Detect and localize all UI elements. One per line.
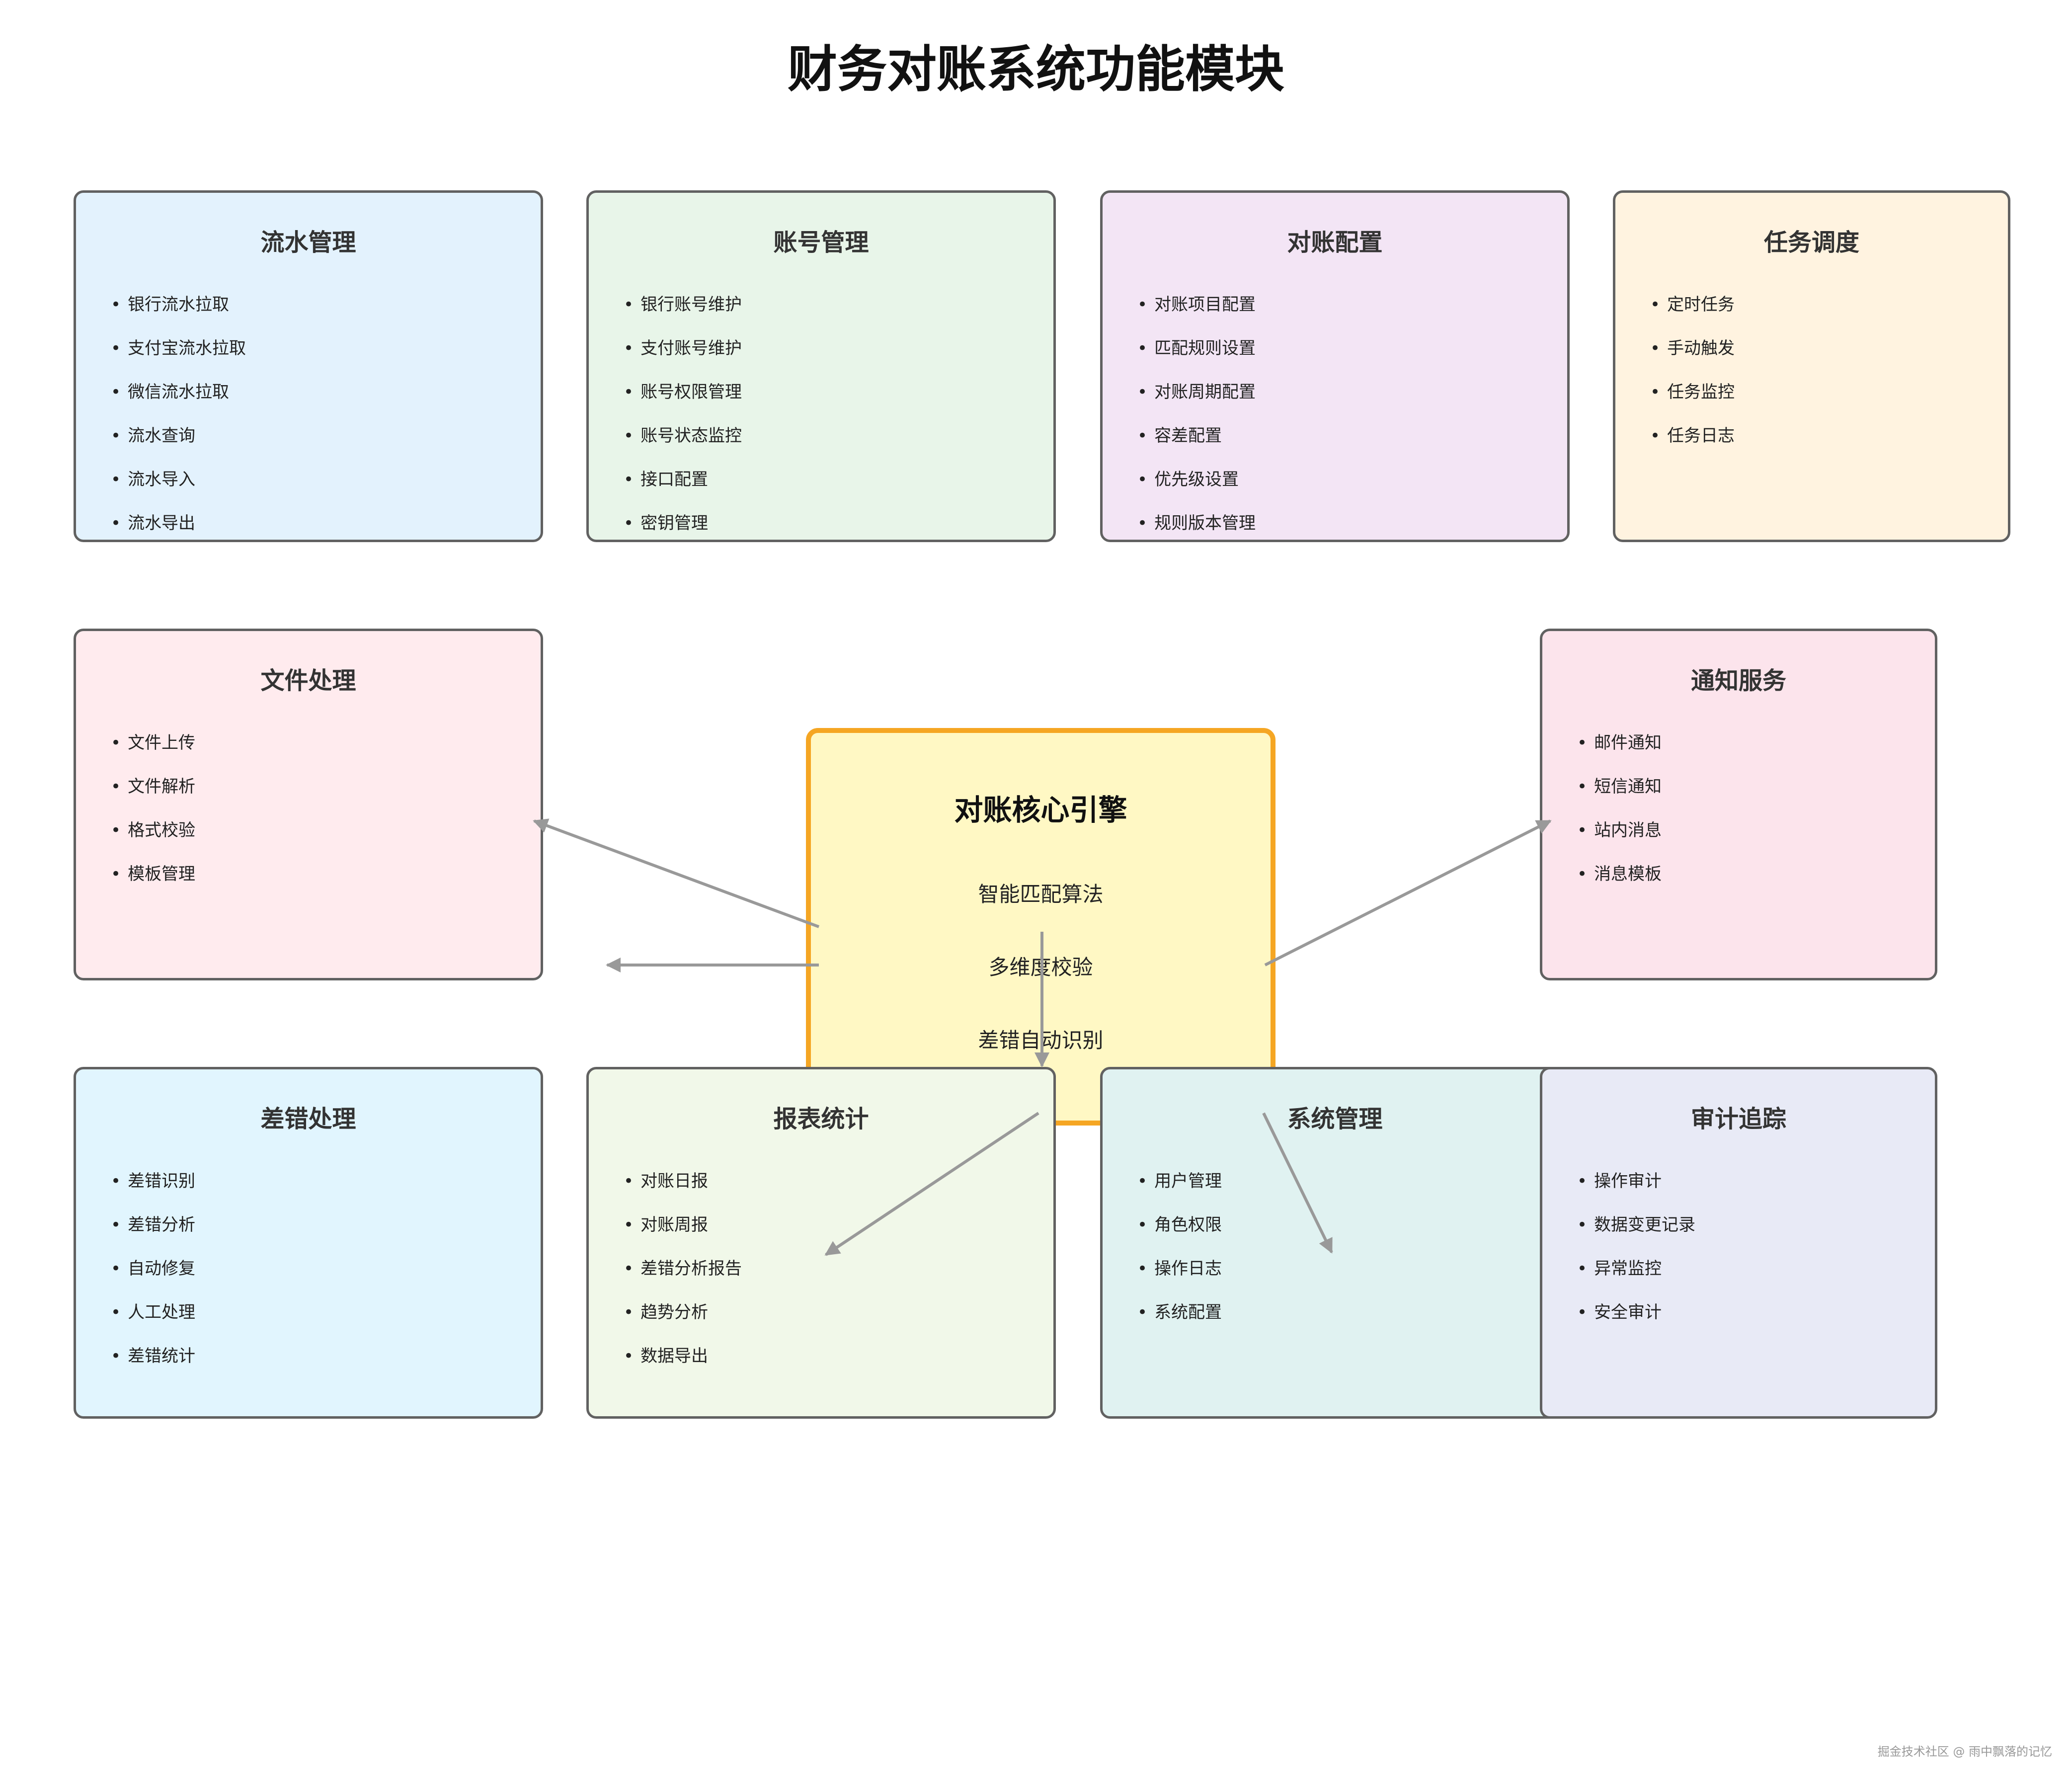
module-item: 角色权限 [1137,1215,1222,1259]
module-item: 人工处理 [111,1302,195,1346]
module-item: 任务日志 [1650,426,1735,470]
module-item: 支付账号维护 [624,338,742,382]
module-title: 任务调度 [1763,229,1859,256]
module-card-notify: 通知服务 邮件通知 短信通知 站内消息 消息模板 [1540,629,1937,980]
module-item: 消息模板 [1577,864,1662,908]
module-item: 文件上传 [111,733,195,777]
module-title: 系统管理 [1287,1105,1383,1133]
module-item: 格式校验 [111,820,195,864]
module-card-account: 账号管理 银行账号维护 支付账号维护 账号权限管理 账号状态监控 接口配置 密钥… [586,190,1056,542]
module-item: 容差配置 [1137,426,1256,470]
module-title: 账号管理 [773,229,869,256]
core-engine-feature: 智能匹配算法 [978,882,1104,906]
module-item-list: 定时任务 手动触发 任务监控 任务日志 [1650,295,1735,470]
module-title: 通知服务 [1690,667,1786,695]
module-item: 密钥管理 [624,513,742,557]
module-item: 任务监控 [1650,382,1735,426]
module-item: 差错统计 [111,1346,195,1390]
module-item: 匹配规则设置 [1137,338,1256,382]
module-item-list: 邮件通知 短信通知 站内消息 消息模板 [1577,733,1662,908]
module-item: 接口配置 [624,470,742,513]
module-card-error: 差错处理 差错识别 差错分析 自动修复 人工处理 差错统计 [74,1067,543,1419]
core-engine-box: 对账核心引擎 智能匹配算法 多维度校验 差错自动识别 [806,728,1275,1126]
module-item: 对账周报 [624,1215,742,1259]
core-engine-feature: 多维度校验 [988,955,1093,979]
module-item: 定时任务 [1650,295,1735,338]
arrow-to-file [533,818,820,928]
module-item: 银行流水拉取 [111,295,246,338]
module-card-audit: 审计追踪 操作审计 数据变更记录 异常监控 安全审计 [1540,1067,1937,1419]
module-item: 差错分析 [111,1215,195,1259]
module-item: 对账日报 [624,1171,742,1215]
watermark: 掘金技术社区 @ 雨中飘落的记忆 [1877,1745,2052,1759]
module-item: 模板管理 [111,864,195,908]
module-item: 账号状态监控 [624,426,742,470]
module-item: 微信流水拉取 [111,382,246,426]
module-item: 流水导入 [111,470,246,513]
module-title: 审计追踪 [1690,1105,1786,1133]
module-card-schedule: 任务调度 定时任务 手动触发 任务监控 任务日志 [1613,190,2010,542]
module-item-list: 操作审计 数据变更记录 异常监控 安全审计 [1577,1171,1695,1346]
module-item: 支付宝流水拉取 [111,338,246,382]
module-item-list: 用户管理 角色权限 操作日志 系统配置 [1137,1171,1222,1346]
module-item: 操作审计 [1577,1171,1695,1215]
module-card-system: 系统管理 用户管理 角色权限 操作日志 系统配置 [1100,1067,1570,1419]
module-item: 趋势分析 [624,1302,742,1346]
module-item-list: 对账日报 对账周报 差错分析报告 趋势分析 数据导出 [624,1171,742,1390]
module-item: 流水查询 [111,426,246,470]
module-item: 安全审计 [1577,1302,1695,1346]
module-card-config: 对账配置 对账项目配置 匹配规则设置 对账周期配置 容差配置 优先级设置 规则版… [1100,190,1570,542]
module-title: 文件处理 [260,667,356,695]
module-item: 短信通知 [1577,777,1662,820]
module-item-list: 文件上传 文件解析 格式校验 模板管理 [111,733,195,908]
module-item-list: 银行账号维护 支付账号维护 账号权限管理 账号状态监控 接口配置 密钥管理 [624,295,742,557]
module-item: 对账项目配置 [1137,295,1256,338]
module-item: 邮件通知 [1577,733,1662,777]
module-item: 用户管理 [1137,1171,1222,1215]
module-title: 流水管理 [260,229,356,256]
module-item: 系统配置 [1137,1302,1222,1346]
module-item: 手动触发 [1650,338,1735,382]
module-item: 文件解析 [111,777,195,820]
module-item: 账号权限管理 [624,382,742,426]
module-item: 优先级设置 [1137,470,1256,513]
module-item: 自动修复 [111,1259,195,1302]
module-title: 报表统计 [773,1105,869,1133]
module-item: 差错分析报告 [624,1259,742,1302]
module-item: 对账周期配置 [1137,382,1256,426]
module-card-file: 文件处理 文件上传 文件解析 格式校验 模板管理 [74,629,543,980]
module-item-list: 银行流水拉取 支付宝流水拉取 微信流水拉取 流水查询 流水导入 流水导出 [111,295,246,557]
module-item: 数据变更记录 [1577,1215,1695,1259]
module-card-report: 报表统计 对账日报 对账周报 差错分析报告 趋势分析 数据导出 [586,1067,1056,1419]
module-title: 对账配置 [1287,229,1383,256]
module-item: 银行账号维护 [624,295,742,338]
module-item: 差错识别 [111,1171,195,1215]
module-item-list: 差错识别 差错分析 自动修复 人工处理 差错统计 [111,1171,195,1390]
module-item: 操作日志 [1137,1259,1222,1302]
diagram-title: 财务对账系统功能模块 [788,40,1284,98]
module-item: 流水导出 [111,513,246,557]
module-card-flow: 流水管理 银行流水拉取 支付宝流水拉取 微信流水拉取 流水查询 流水导入 流水导… [74,190,543,542]
arrow-to-notify [1264,819,1552,967]
module-item: 异常监控 [1577,1259,1695,1302]
core-engine-title: 对账核心引擎 [954,793,1127,827]
core-engine-feature: 差错自动识别 [978,1028,1104,1052]
module-title: 差错处理 [260,1105,356,1133]
module-item: 规则版本管理 [1137,513,1256,557]
module-item-list: 对账项目配置 匹配规则设置 对账周期配置 容差配置 优先级设置 规则版本管理 [1137,295,1256,557]
module-item: 数据导出 [624,1346,742,1390]
module-item: 站内消息 [1577,820,1662,864]
